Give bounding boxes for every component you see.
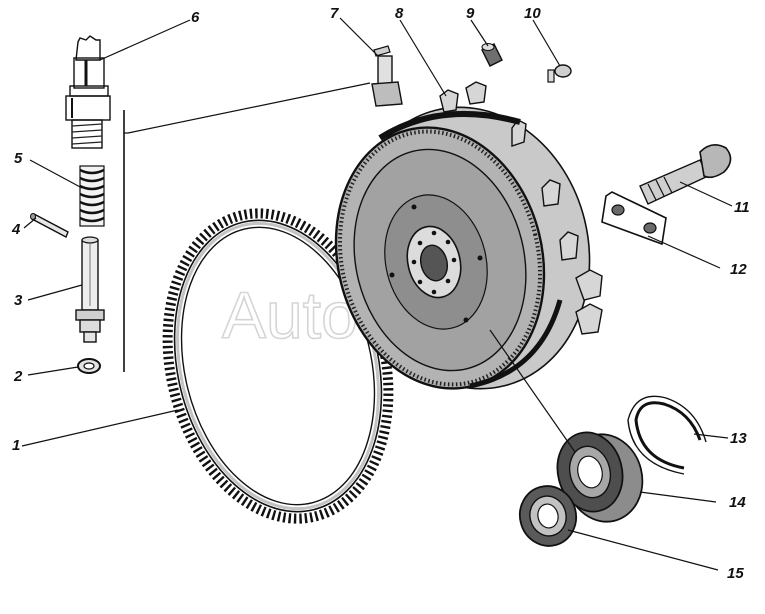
leader-12 bbox=[647, 235, 721, 269]
part-13-snap-ring bbox=[627, 395, 707, 475]
leader-11 bbox=[679, 181, 733, 207]
grouping-bracket bbox=[123, 82, 371, 372]
leader-14 bbox=[639, 491, 717, 503]
leader-9 bbox=[470, 19, 489, 47]
callout-4: 4 bbox=[11, 221, 21, 238]
leader-10 bbox=[532, 19, 561, 67]
callout-7: 7 bbox=[330, 5, 339, 22]
part-7-top-valve bbox=[371, 45, 403, 107]
part-6-valve-body bbox=[65, 35, 111, 149]
leader-2 bbox=[27, 366, 79, 376]
callout-12: 12 bbox=[730, 261, 747, 278]
callout-14: 14 bbox=[729, 494, 746, 511]
leader-8 bbox=[399, 19, 447, 97]
leader-13 bbox=[693, 433, 729, 439]
part-5-spring bbox=[79, 165, 105, 227]
part-15-oil-seal bbox=[518, 485, 578, 547]
leader-3 bbox=[27, 284, 83, 301]
callout-3: 3 bbox=[14, 292, 23, 309]
callout-9: 9 bbox=[466, 5, 475, 22]
part-2-washer bbox=[77, 358, 101, 374]
part-3-plunger bbox=[75, 236, 105, 343]
part-9-bushing bbox=[481, 43, 503, 67]
callout-6: 6 bbox=[191, 9, 200, 26]
callout-15: 15 bbox=[727, 565, 744, 582]
part-10-screw bbox=[547, 64, 572, 83]
callout-1: 1 bbox=[12, 437, 20, 454]
part-14-bearing bbox=[556, 431, 644, 523]
leader-4 bbox=[23, 217, 37, 229]
leader-15 bbox=[567, 529, 719, 571]
leader-lines bbox=[21, 17, 733, 571]
callout-8: 8 bbox=[395, 5, 404, 22]
part-4-pin bbox=[30, 213, 69, 238]
callout-13: 13 bbox=[730, 430, 747, 447]
callout-5: 5 bbox=[14, 150, 23, 167]
flywheel-assembly bbox=[334, 81, 603, 390]
leader-axis bbox=[489, 329, 576, 453]
leader-5 bbox=[29, 159, 83, 189]
leader-1 bbox=[21, 409, 179, 447]
callout-10: 10 bbox=[524, 5, 541, 22]
part-12-lock-plate bbox=[601, 191, 667, 246]
callout-2: 2 bbox=[13, 368, 23, 385]
callout-11: 11 bbox=[734, 199, 750, 216]
part-11-bolt bbox=[639, 144, 732, 205]
callout-labels: 6 5 4 3 2 1 7 8 9 10 11 12 13 14 15 bbox=[11, 5, 750, 582]
leader-6 bbox=[99, 19, 191, 61]
leader-7 bbox=[339, 17, 379, 57]
